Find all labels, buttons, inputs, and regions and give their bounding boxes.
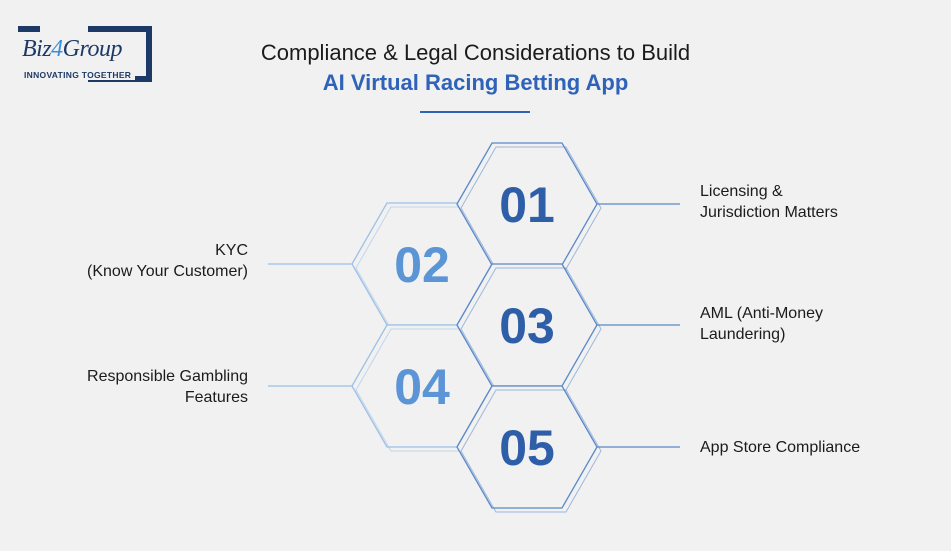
hexagon-number-02: 02 — [394, 237, 450, 293]
logo-wordmark: Biz4Group — [22, 36, 125, 63]
label-item-05: App Store Compliance — [700, 439, 861, 456]
bizgroup-logo: Biz4Group INNOVATING TOGETHER — [18, 22, 158, 86]
hexagon-number-03: 03 — [499, 298, 555, 354]
label-item-01: Licensing &Jurisdiction Matters — [700, 183, 838, 221]
hexagon-number-05: 05 — [499, 420, 555, 476]
page-title: Compliance & Legal Considerations to Bui… — [260, 40, 691, 65]
hexagon-number-04: 04 — [394, 359, 450, 415]
label-item-02: KYC(Know Your Customer) — [87, 242, 248, 280]
page-subtitle: AI Virtual Racing Betting App — [322, 70, 629, 95]
hexagon-number-01: 01 — [499, 177, 555, 233]
title-underline — [420, 111, 530, 113]
logo-tagline: INNOVATING TOGETHER — [24, 70, 136, 80]
hexagon-05 — [456, 385, 602, 513]
